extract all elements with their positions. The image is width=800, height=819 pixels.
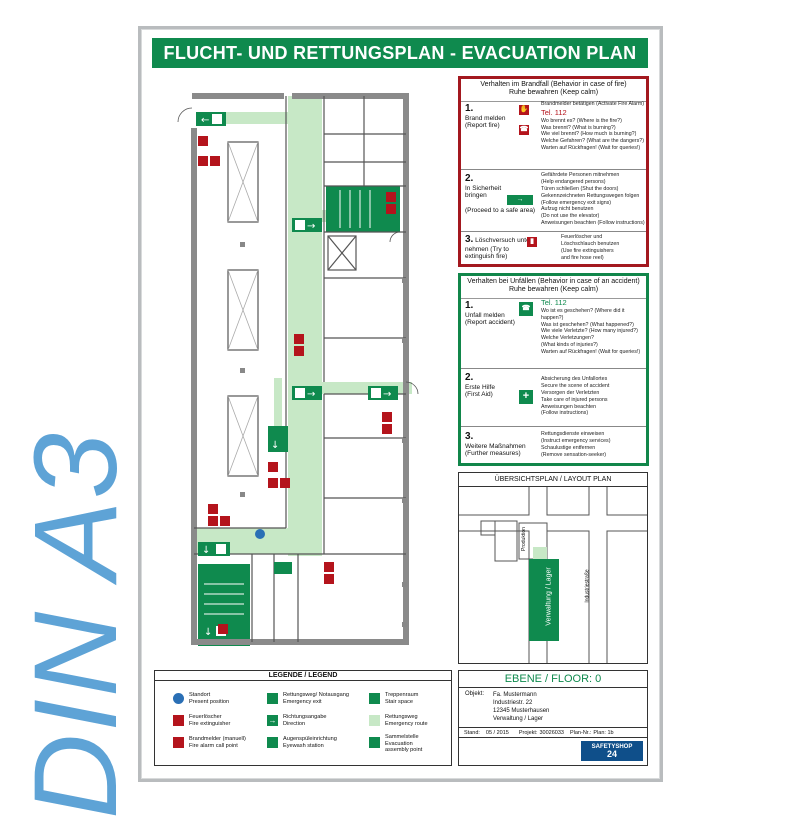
stair-space-swatch bbox=[369, 693, 380, 704]
fire-extinguisher-icon bbox=[173, 715, 184, 726]
first-aid-icon: + bbox=[519, 390, 533, 404]
emergency-exit-icon: → bbox=[507, 195, 533, 205]
phone-icon: ☎ bbox=[519, 125, 529, 135]
street-label: Industriestraße bbox=[584, 569, 591, 603]
svg-text:↓: ↓ bbox=[204, 627, 212, 638]
assembly-point-icon bbox=[369, 737, 380, 748]
overview-heading: ÜBERSICHTSPLAN / LAYOUT PLAN bbox=[459, 473, 647, 487]
fire-heading-1: Verhalten im Brandfall (Behavior in case… bbox=[480, 81, 627, 88]
present-position-icon bbox=[173, 693, 184, 704]
svg-text:←: ← bbox=[201, 115, 209, 126]
building-admin: Verwaltung / Lager bbox=[545, 567, 553, 626]
accident-step-3: 3. Weitere Maßnahmen(Further measures) bbox=[465, 431, 526, 457]
fire-step-1: 1. Brand melden(Report fire) bbox=[465, 103, 506, 129]
legend-heading: LEGENDE / LEGEND bbox=[155, 671, 451, 681]
emergency-exit-icon: ← bbox=[196, 112, 226, 126]
accident-instructions-box: Verhalten bei Unfällen (Behavior in case… bbox=[458, 273, 649, 466]
overview-plan: ÜBERSICHTSPLAN / LAYOUT PLAN Produktion … bbox=[458, 472, 648, 664]
fire-heading-2: Ruhe bewahren (Keep calm) bbox=[508, 89, 599, 97]
fire-alarm-icon: ✋ bbox=[519, 105, 529, 115]
svg-text:↓: ↓ bbox=[202, 545, 210, 556]
accident-step-1: 1. Unfall melden(Report accident) bbox=[465, 300, 515, 326]
svg-text:→: → bbox=[307, 221, 315, 232]
fire-extinguisher-icon: ▮ bbox=[527, 237, 537, 247]
svg-text:→: → bbox=[307, 389, 315, 400]
plan-title: FLUCHT- UND RETTUNGSPLAN - EVACUATION PL… bbox=[152, 38, 648, 68]
fire-alarm-icon bbox=[173, 737, 184, 748]
accident-heading-2: Ruhe bewahren (Keep calm) bbox=[508, 286, 599, 294]
building-production: Produktion bbox=[521, 527, 527, 551]
accident-heading-1: Verhalten bei Unfällen (Behavior in case… bbox=[467, 278, 640, 285]
object-label: Objekt: bbox=[465, 691, 485, 697]
direction-arrow-icon: → bbox=[267, 715, 278, 726]
sign-frame bbox=[138, 26, 663, 782]
floor-info: EBENE / FLOOR: 0 Objekt: Fa. Mustermann … bbox=[458, 670, 648, 766]
svg-text:↓: ↓ bbox=[271, 440, 279, 451]
phone-icon: ☎ bbox=[519, 302, 533, 316]
eyewash-icon bbox=[267, 737, 278, 748]
fire-instructions-box: Verhalten im Brandfall (Behavior in case… bbox=[458, 76, 649, 267]
plan-meta-row: Stand: 05 / 2015 Projekt: 30026033 Plan-… bbox=[459, 727, 647, 738]
emergency-exit-icon bbox=[267, 693, 278, 704]
floor-plan: ← → → → ↓ ↓ ↓ bbox=[177, 93, 419, 646]
safetyshop-logo: SAFETYSHOP 24 bbox=[581, 741, 643, 761]
svg-text:→: → bbox=[383, 389, 391, 400]
floor-label: EBENE / FLOOR: 0 bbox=[459, 671, 647, 688]
size-label: DIN A3 bbox=[10, 431, 143, 819]
object-address: Fa. Mustermann Industriestr. 22 12345 Mu… bbox=[493, 692, 550, 723]
emergency-route-swatch bbox=[369, 715, 380, 726]
accident-step-2: 2. Erste Hilfe(First Aid) bbox=[465, 372, 495, 398]
